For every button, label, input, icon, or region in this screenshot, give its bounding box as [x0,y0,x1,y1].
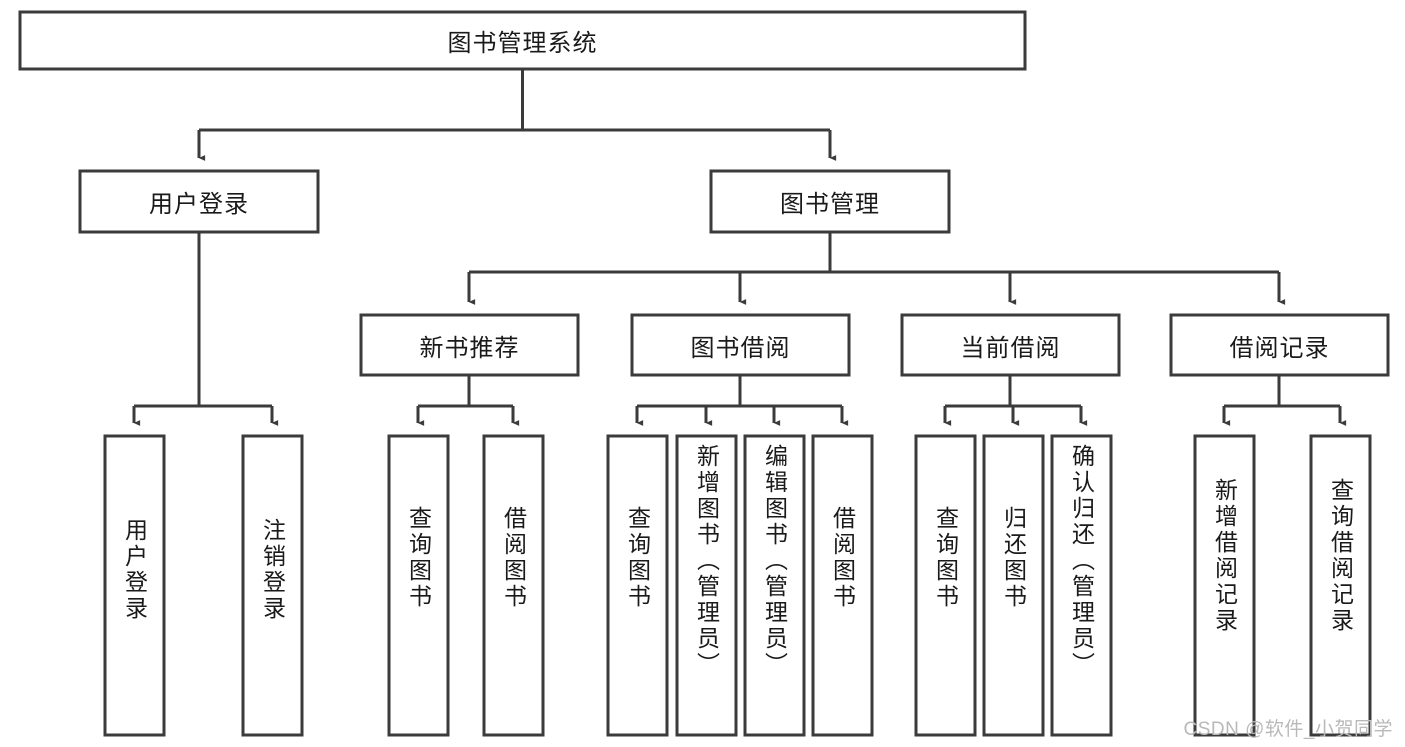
connector-borrow-record-to-leaves [1222,375,1347,426]
node-box-book-borrow[interactable] [630,313,851,377]
node-box-leaf-borrow-book[interactable] [811,434,874,737]
node-box-leaf-confirm-return[interactable] [1050,434,1113,737]
connector-book-management-to-level2 [467,232,1286,305]
node-box-new-book-recommend[interactable] [359,313,580,377]
node-box-leaf-return-book[interactable] [982,434,1045,737]
node-box-current-borrow[interactable] [900,313,1121,377]
connector-user-login-to-leaves [132,232,279,426]
connector-book-borrow-to-leaves [635,375,849,426]
node-box-leaf-add-book-admin[interactable] [675,434,738,737]
node-box-root[interactable] [18,10,1027,71]
node-box-leaf-edit-book-admin[interactable] [743,434,806,737]
connector-root-to-level1 [197,69,837,161]
node-box-book-management[interactable] [709,169,951,234]
node-box-leaf-query-book-rec[interactable] [387,434,450,737]
node-box-leaf-add-borrow-record[interactable] [1193,434,1256,737]
node-box-leaf-query-book-borrow[interactable] [606,434,669,737]
node-box-borrow-record[interactable] [1169,313,1390,377]
node-box-leaf-borrow-book-rec[interactable] [482,434,545,737]
node-box-user-login[interactable] [78,169,320,234]
connector-new-book-recommend-to-leaves [416,375,520,426]
connector-current-borrow-to-leaves [943,375,1088,426]
node-box-leaf-logout[interactable] [241,434,304,737]
node-box-leaf-query-book-current[interactable] [914,434,977,737]
node-box-leaf-user-login[interactable] [103,434,166,737]
node-box-leaf-query-borrow-record[interactable] [1309,434,1372,737]
